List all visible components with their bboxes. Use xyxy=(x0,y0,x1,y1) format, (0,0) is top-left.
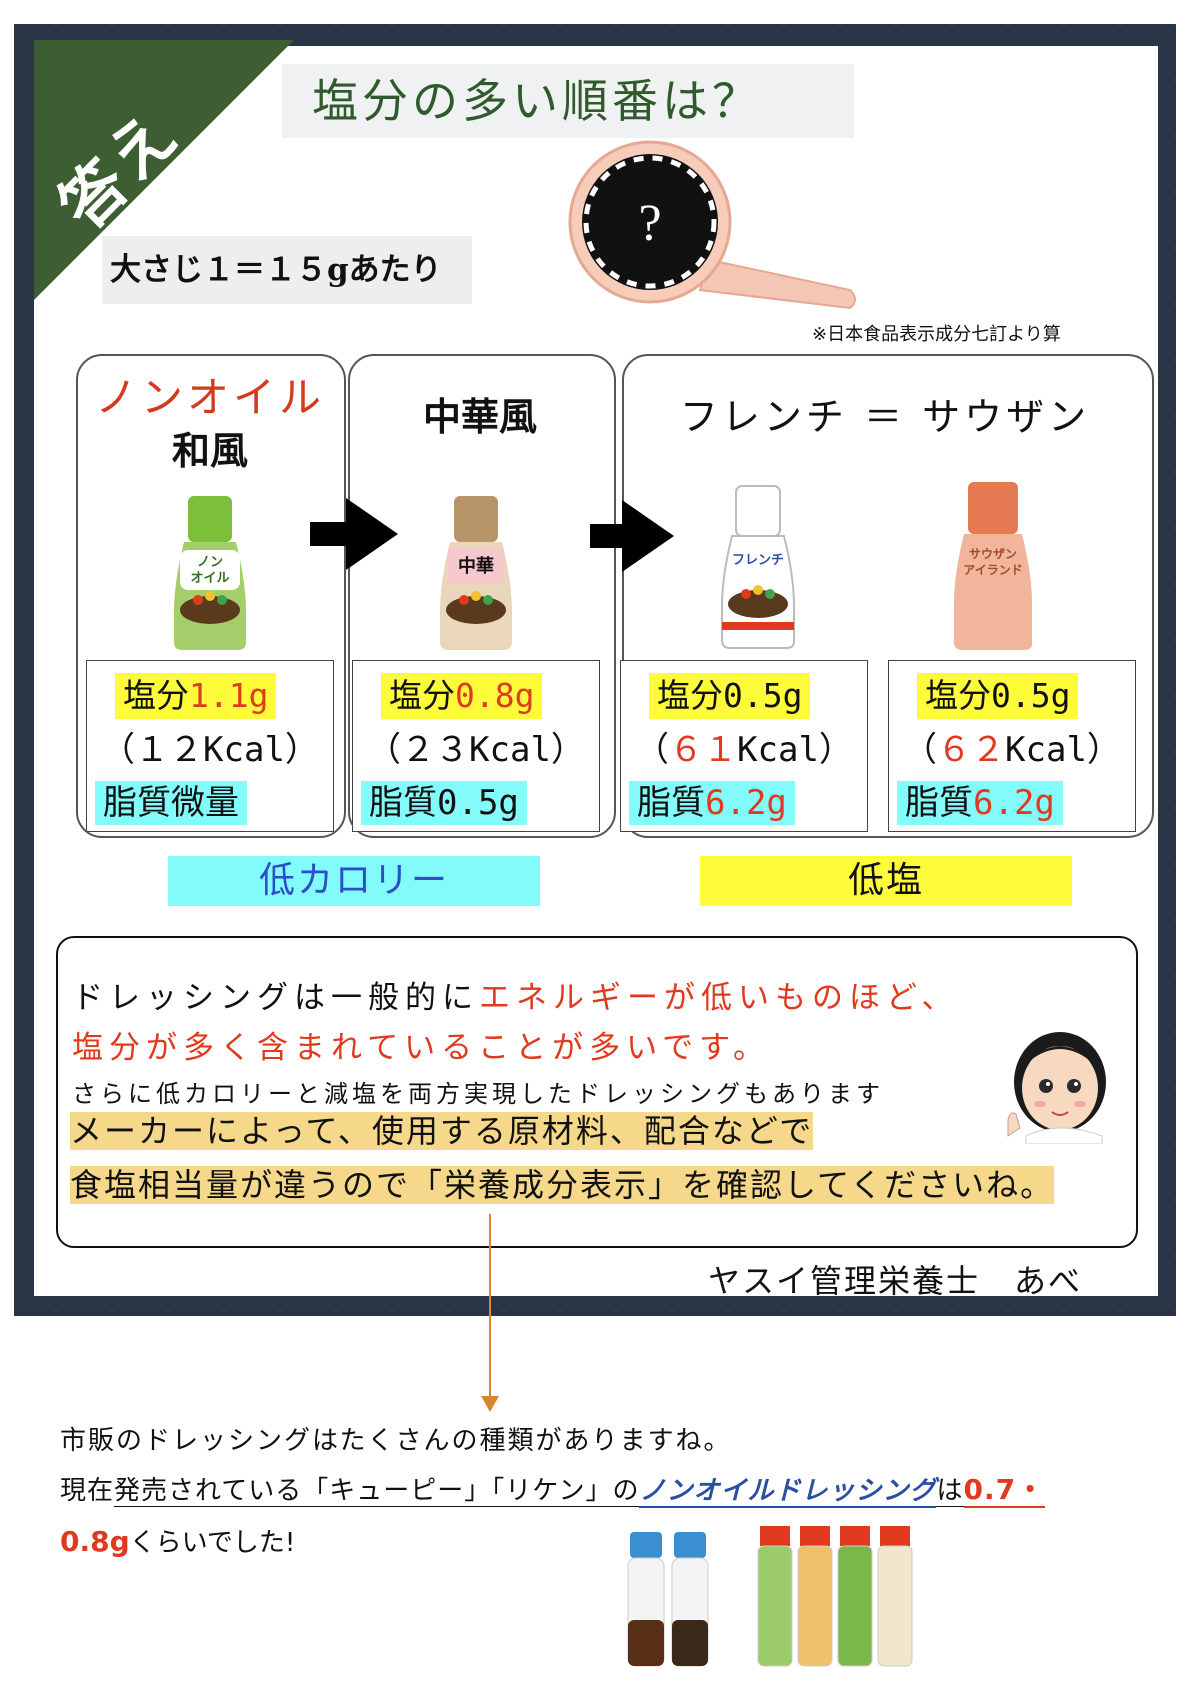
fat-row: 脂質6.2g xyxy=(629,781,795,825)
group-title-chinese: 中華風 xyxy=(422,395,537,439)
fat-label: 脂質 xyxy=(369,783,437,823)
nonoil-dressing-highlight: ノンオイルドレッシング xyxy=(639,1476,937,1508)
arrow-1-head xyxy=(346,498,398,570)
kcal-row: （１２Kcal） xyxy=(87,727,333,773)
bottom-line-2b: 発売されている「キューピー」「リケン」の xyxy=(114,1476,640,1507)
kcal-row: （６２Kcal） xyxy=(889,727,1135,773)
svg-text:サウザン: サウザン xyxy=(969,547,1017,561)
kcal-suffix: Kcal） xyxy=(469,730,585,770)
group-box-nonoil xyxy=(76,354,346,838)
fat-row: 脂質0.5g xyxy=(361,781,527,825)
kcal-prefix: （ xyxy=(635,730,670,770)
kcal-suffix: Kcal） xyxy=(1005,730,1121,770)
salt-value: 0.8g xyxy=(455,676,535,715)
per-tablespoon-label: 大さじ１＝１５gあたり xyxy=(102,236,472,304)
salt-row: 塩分0.8g xyxy=(381,673,543,719)
arrow-2-head xyxy=(622,500,674,572)
kcal-suffix: Kcal） xyxy=(203,730,319,770)
svg-text:フレンチ: フレンチ xyxy=(732,553,784,568)
fat-label: 脂質微量 xyxy=(103,783,239,823)
fat-label: 脂質 xyxy=(637,783,705,823)
arrow-1-shaft xyxy=(310,522,350,546)
fat-label: 脂質 xyxy=(905,783,973,823)
kcal-row: （６１Kcal） xyxy=(621,727,867,773)
bottle-nonoil-icon: ノン オイル xyxy=(174,496,246,650)
source-note: ※日本食品表示成分七訂より算 xyxy=(812,324,1061,345)
group-box-chinese xyxy=(348,354,616,838)
fat-row: 脂質6.2g xyxy=(897,781,1063,825)
low-calorie-tag: 低カロリー xyxy=(168,856,540,906)
note-line-5: 食塩相当量が違うので「栄養成分表示」を確認してくださいね。 xyxy=(70,1160,1055,1206)
kcal-suffix: Kcal） xyxy=(737,730,853,770)
bottle-french-icon: フレンチ xyxy=(721,485,795,649)
note-line-1b: エネルギーが低いものほど、 xyxy=(479,980,959,1016)
bottle-cap xyxy=(188,496,232,542)
bottle-chinese-icon: 中華 xyxy=(440,496,512,650)
fat-row: 脂質微量 xyxy=(95,781,247,825)
fat-value: 6.2g xyxy=(973,783,1055,823)
arrow-2-shaft xyxy=(590,524,626,548)
note-line-1: ドレッシングは一般的にエネルギーが低いものほど、 xyxy=(72,972,958,1017)
svg-text:アイランド: アイランド xyxy=(963,563,1022,577)
note-line-1a: ドレッシングは一般的に xyxy=(72,980,479,1016)
kcal-prefix: （ xyxy=(903,730,938,770)
salt-range-end: 0.8g xyxy=(60,1525,130,1558)
note-line-2: 塩分が多く含まれていることが多いです。 xyxy=(72,1030,771,1066)
low-salt-tag: 低塩 xyxy=(700,856,1072,906)
note-line-4-text: メーカーによって、使用する原材料、配合などで xyxy=(70,1112,814,1150)
salt-label: 塩分 xyxy=(123,676,189,715)
bottom-line-3: 0.8gくらいでした! xyxy=(60,1522,295,1559)
kewpie-bottles-image xyxy=(627,1532,709,1667)
connector-line xyxy=(489,1214,491,1400)
group-title-nonoil-red: ノンオイル xyxy=(94,373,325,422)
salt-label: 塩分 xyxy=(657,676,723,715)
salt-row: 塩分0.5g xyxy=(649,673,811,719)
kcal-prefix: （ xyxy=(101,730,136,770)
info-card-chinese: 塩分0.8g （２３Kcal） 脂質0.5g xyxy=(352,660,600,832)
group-title-nonoil-sub: 和風 xyxy=(171,429,248,473)
bottle-thousand-island-icon: サウザン アイランド xyxy=(954,482,1032,650)
salt-row: 塩分0.5g xyxy=(917,673,1079,719)
svg-text:ノン: ノン xyxy=(197,555,223,570)
info-card-french: 塩分0.5g （６１Kcal） 脂質6.2g xyxy=(620,660,868,832)
dietitian-avatar xyxy=(1007,1032,1106,1144)
group-title-french-thousand: フレンチ ＝ サウザン xyxy=(679,395,1091,439)
measuring-spoon-icon: ? xyxy=(568,140,856,310)
question-mark: ? xyxy=(638,195,661,252)
note-line-3: さらに低カロリーと減塩を両方実現したドレッシングもあります xyxy=(72,1080,884,1108)
page-title: 塩分の多い順番は？ xyxy=(282,64,854,138)
svg-text:オイル: オイル xyxy=(190,571,229,586)
note-line-5-text: 食塩相当量が違うので「栄養成分表示」を確認してくださいね。 xyxy=(70,1166,1055,1204)
connector-arrow-icon xyxy=(481,1396,499,1412)
salt-value: 0.5g xyxy=(991,676,1071,715)
svg-text:中華: 中華 xyxy=(458,555,494,577)
explanation-box xyxy=(56,936,1138,1248)
bottom-line-2: 現在発売されている「キューピー」「リケン」のノンオイルドレッシングは0.7・ xyxy=(60,1468,1046,1508)
salt-range-start: 0.7・ xyxy=(963,1473,1046,1508)
fat-value: 0.5g xyxy=(437,783,519,823)
salt-label: 塩分 xyxy=(925,676,991,715)
riken-bottles-image xyxy=(757,1526,913,1667)
kcal-value: ２３ xyxy=(401,730,470,770)
salt-label: 塩分 xyxy=(389,676,455,715)
note-line-4: メーカーによって、使用する原材料、配合などで xyxy=(70,1106,814,1152)
kcal-row: （２３Kcal） xyxy=(353,727,599,773)
kcal-value: １２ xyxy=(135,730,204,770)
salt-row: 塩分1.1g xyxy=(115,673,277,719)
salt-value: 1.1g xyxy=(189,676,269,715)
info-card-thousand-island: 塩分0.5g （６２Kcal） 脂質6.2g xyxy=(888,660,1136,832)
salt-value: 0.5g xyxy=(723,676,803,715)
bottom-line-3b: くらいでした! xyxy=(129,1528,296,1558)
bottom-line-2a: 現在 xyxy=(60,1476,115,1506)
kcal-prefix: （ xyxy=(367,730,402,770)
kcal-value: ６１ xyxy=(669,730,738,770)
fat-value: 6.2g xyxy=(705,783,787,823)
group-box-french-thousand xyxy=(622,354,1154,838)
kcal-value: ６２ xyxy=(937,730,1006,770)
bottom-line-1: 市販のドレッシングはたくさんの種類がありますね。 xyxy=(60,1426,732,1456)
bottom-line-2d: は xyxy=(936,1476,964,1507)
info-card-nonoil: 塩分1.1g （１２Kcal） 脂質微量 xyxy=(86,660,334,832)
author-signature: ヤスイ管理栄養士 あべ xyxy=(708,1262,1083,1300)
